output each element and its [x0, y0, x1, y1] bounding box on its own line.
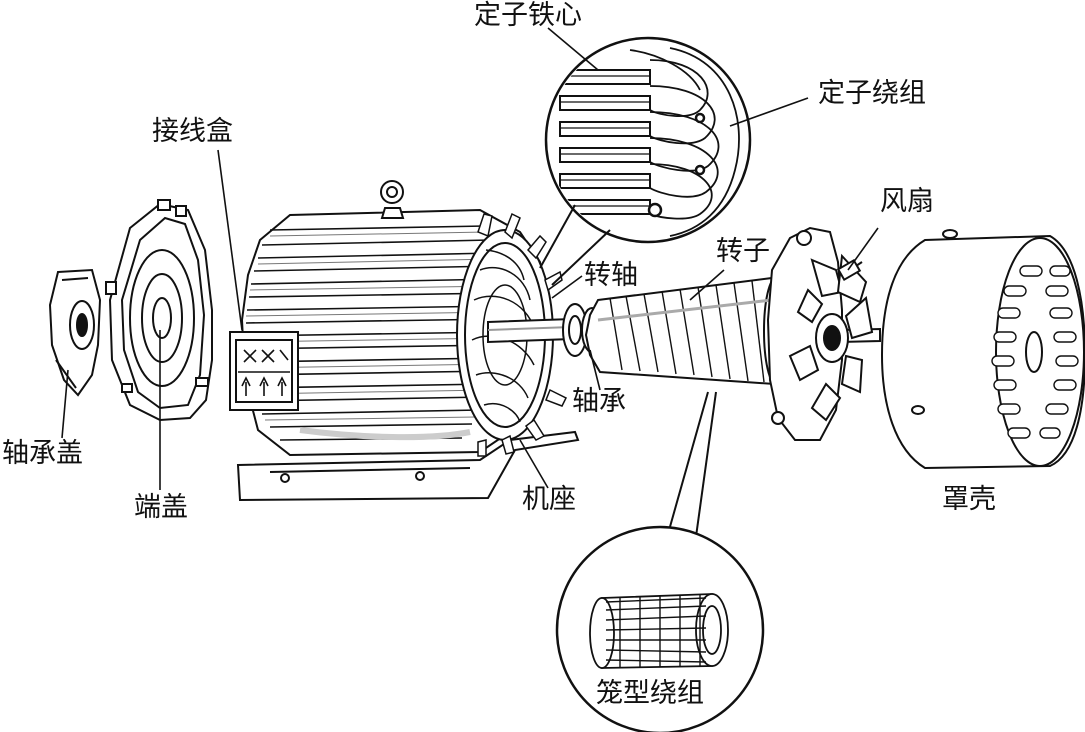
label-junction-box: 接线盒 — [152, 116, 233, 147]
label-frame: 机座 — [522, 484, 576, 515]
end-cover-part — [105, 199, 213, 422]
cage-zoom-inset — [555, 391, 765, 732]
label-shaft: 转轴 — [584, 260, 638, 291]
fan-part — [766, 226, 874, 441]
label-bearing-cap: 轴承盖 — [2, 438, 83, 469]
stator-zoom-inset — [539, 36, 752, 286]
label-cage-winding: 笼型绕组 — [596, 678, 704, 709]
fan-cover-part — [880, 229, 1085, 470]
rotor-part — [584, 276, 792, 386]
label-rotor: 转子 — [716, 236, 770, 267]
bearing-cap-part — [48, 268, 102, 397]
label-stator-winding: 定子绕组 — [818, 78, 926, 109]
label-stator-core: 定子铁心 — [474, 0, 582, 31]
leader-lines — [61, 27, 879, 490]
label-fan-cover: 罩壳 — [942, 484, 996, 515]
label-bearing: 轴承 — [572, 386, 626, 417]
label-end-cover: 端盖 — [134, 492, 188, 523]
label-fan: 风扇 — [880, 186, 934, 217]
